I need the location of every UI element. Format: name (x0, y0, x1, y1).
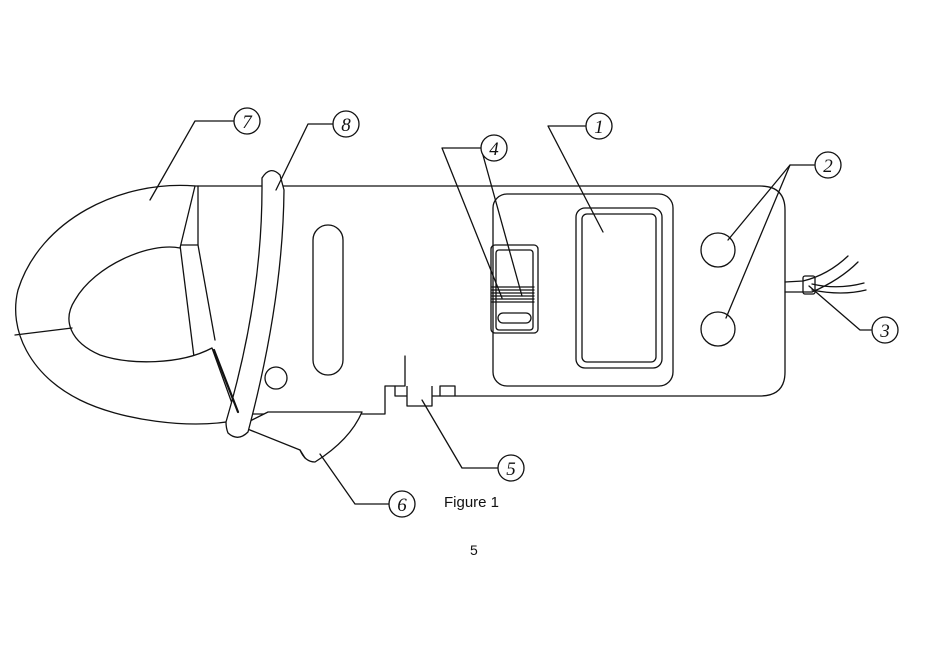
callout-5-label: 5 (506, 459, 516, 480)
callout-8-label: 8 (341, 115, 351, 136)
hold-button (407, 386, 432, 406)
callout-4: 4 (481, 135, 507, 161)
callout-7-label: 7 (242, 112, 253, 133)
jaw-trigger (240, 412, 362, 462)
test-leads (785, 256, 866, 294)
callout-6: 6 (389, 491, 415, 517)
callout-1-label: 1 (594, 117, 604, 138)
callout-2: 2 (815, 152, 841, 178)
callout-4-label: 4 (489, 139, 499, 160)
callout-8: 8 (333, 111, 359, 137)
figure-caption: Figure 1 (444, 494, 499, 511)
callout-6-label: 6 (397, 495, 407, 516)
callout-2-label: 2 (823, 156, 833, 177)
callout-7: 7 (234, 108, 260, 134)
callout-1: 1 (586, 113, 612, 139)
page-number: 5 (470, 542, 478, 558)
callout-3-label: 3 (879, 321, 890, 342)
callout-5: 5 (498, 455, 524, 481)
callout-3: 3 (872, 317, 898, 343)
